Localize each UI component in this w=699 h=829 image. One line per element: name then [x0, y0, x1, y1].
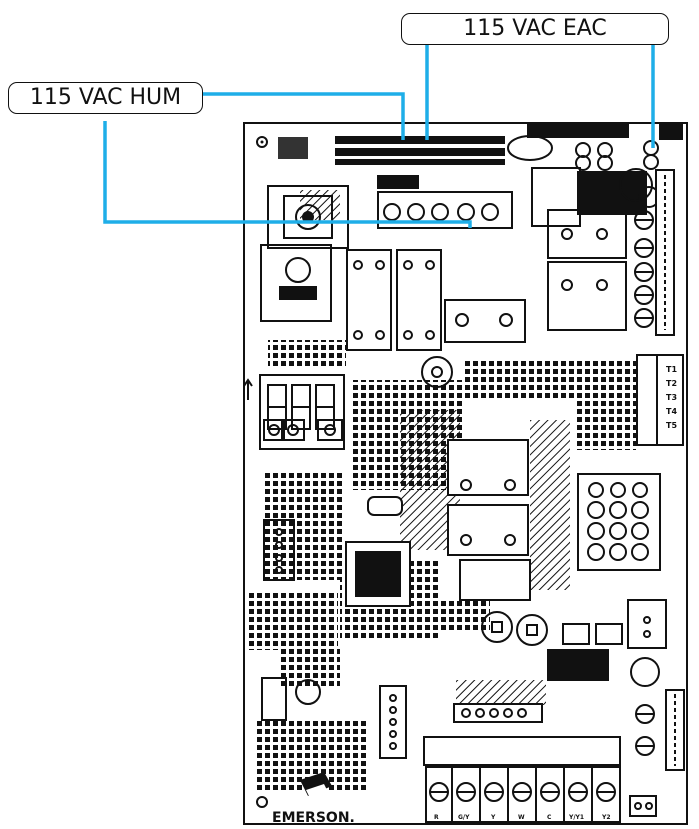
bottom-terminal-label: Y2: [601, 814, 611, 821]
leader-line-hum-top: [203, 92, 405, 140]
callout-115vac-hum: 115 VAC HUM: [8, 82, 203, 114]
side-terminal-label: T5: [666, 421, 677, 430]
top-left-mount-hole: [256, 136, 268, 148]
brand-wordmark: EMERSON.: [272, 810, 355, 826]
side-terminal-block: [636, 354, 684, 446]
side-terminal-label: T4: [666, 407, 677, 416]
bottom-right-fuse: [629, 795, 657, 817]
callout-hum-label: 115 VAC HUM: [29, 85, 182, 110]
bottom-terminal-label: G/Y: [458, 814, 470, 821]
bottom-terminal-strip: [423, 736, 621, 823]
bottom-terminal-label: C: [547, 814, 552, 821]
dense-circuitry: [248, 190, 636, 790]
right-relays: [531, 167, 660, 331]
side-terminal-label: T1: [666, 365, 677, 374]
leader-line-hum-bottom: [103, 121, 472, 228]
power-connector: [377, 175, 513, 229]
lower-relays: [367, 439, 531, 601]
top-right-components: [507, 124, 683, 171]
left-small-connector: [261, 519, 321, 721]
top-header-pins: [278, 136, 505, 165]
molex-connector: [577, 473, 661, 571]
callout-eac-label: 115 VAC EAC: [463, 16, 607, 41]
microcontroller-chip: [345, 541, 411, 607]
bottom-terminal-label: Y/Y1: [568, 814, 584, 821]
connector-strip: [379, 685, 543, 759]
capacitors: [481, 599, 667, 681]
bottom-terminal-label: Y: [490, 814, 496, 821]
side-terminal-label: T3: [666, 393, 677, 402]
right-screws: [634, 169, 675, 336]
emerson-logo: [256, 772, 332, 808]
side-terminal-label: T2: [666, 379, 677, 388]
callout-115vac-eac: 115 VAC EAC: [401, 13, 669, 45]
right-lower-screws: [630, 657, 685, 771]
seven-segment-display: [243, 374, 345, 450]
push-buttons: [263, 419, 343, 441]
leader-lines: [103, 45, 655, 228]
bottom-terminal-label: W: [518, 814, 525, 821]
relay-block: [346, 249, 526, 388]
bottom-terminal-label: R: [434, 814, 439, 821]
